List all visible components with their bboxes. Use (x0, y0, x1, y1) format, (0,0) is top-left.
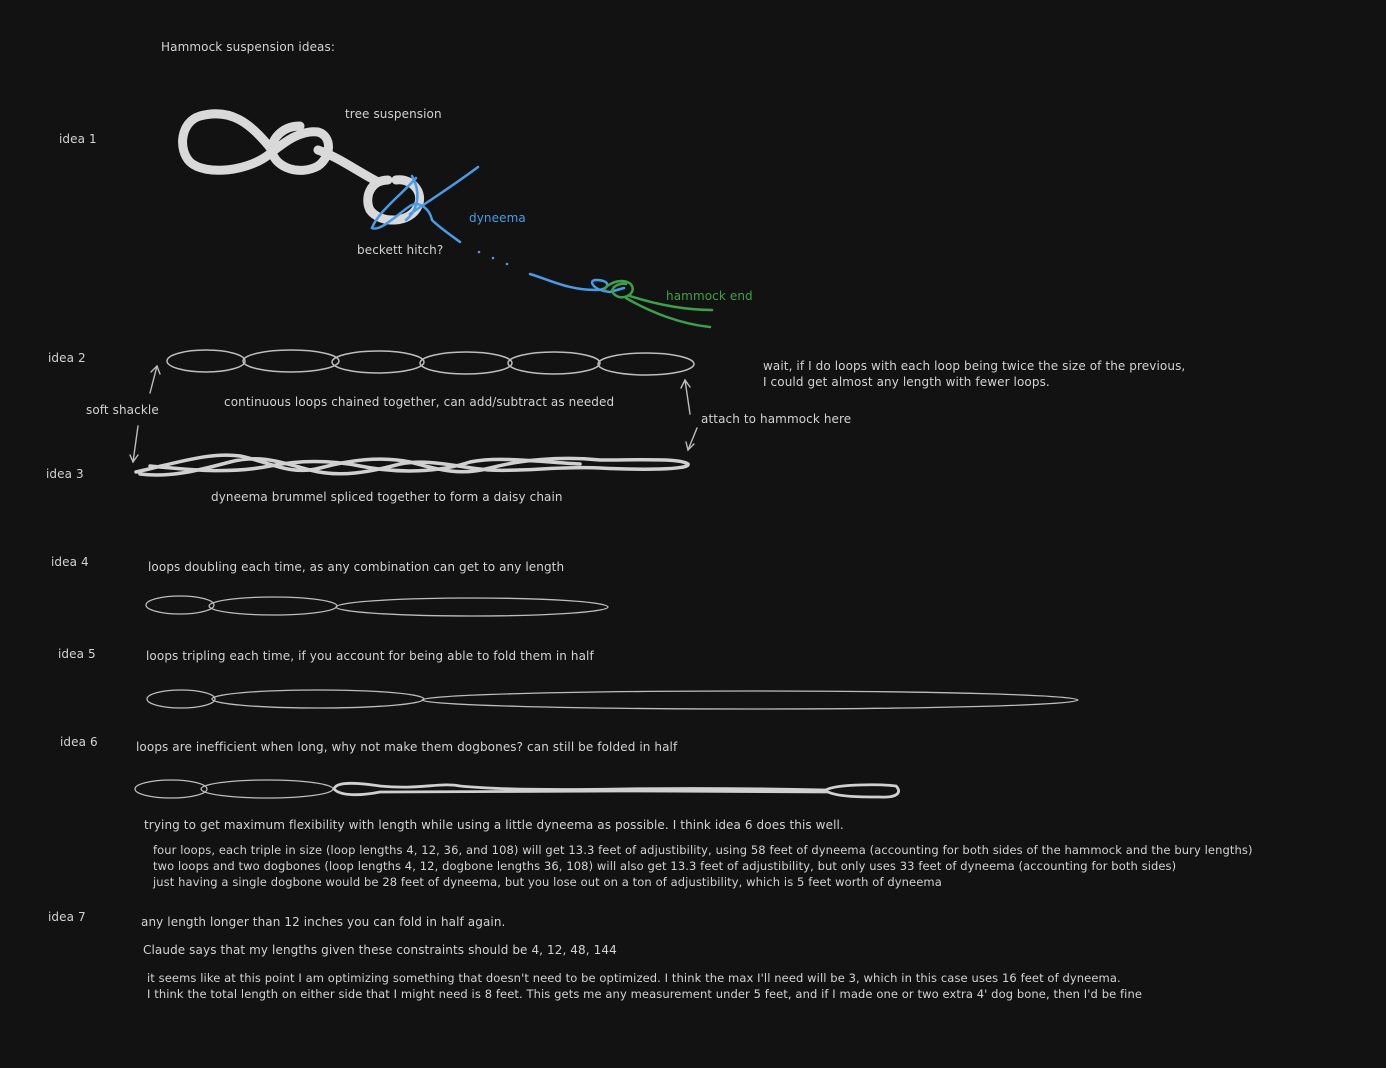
soft-shackle-label: soft shackle (86, 403, 159, 417)
idea6-label: idea 6 (60, 735, 98, 749)
page-title: Hammock suspension ideas: (161, 40, 336, 54)
calc-line-2: two loops and two dogbones (loop lengths… (153, 859, 1177, 873)
beckett-hitch-label: beckett hitch? (357, 243, 444, 257)
max-flex-note: trying to get maximum flexibility with l… (144, 818, 844, 832)
twice-size-note-line2: I could get almost any length with fewer… (763, 375, 1050, 389)
idea6-dogbone-long (332, 781, 900, 799)
dogbones-label: loops are inefficient when long, why not… (136, 740, 678, 754)
idea5-label: idea 5 (58, 647, 96, 661)
dotted-connector (477, 250, 509, 266)
idea4-label: idea 4 (51, 555, 89, 569)
idea4-doubling-loops (145, 595, 609, 617)
idea6-dogbones (134, 779, 334, 799)
tree-suspension-rope (178, 109, 424, 225)
idea1-label: idea 1 (59, 132, 97, 146)
idea2-chained-loops (166, 349, 695, 376)
claude-says-note: Claude says that my lengths given these … (143, 943, 617, 957)
doubling-label: loops doubling each time, as any combina… (148, 560, 565, 574)
idea3-daisy-chain (134, 453, 690, 477)
hammock-end-green (602, 279, 714, 329)
tripling-label: loops tripling each time, if you account… (146, 649, 594, 663)
idea7-label: idea 7 (48, 910, 86, 924)
attach-hammock-label: attach to hammock here (701, 412, 852, 426)
idea2-label: idea 2 (48, 351, 86, 365)
arrows (129, 364, 698, 464)
optimizing-line-2: I think the total length on either side … (147, 987, 1143, 1001)
daisy-chain-label: dyneema brummel spliced together to form… (211, 490, 563, 504)
idea5-tripling-loops (146, 689, 1079, 710)
dyneema-line-blue (370, 165, 626, 294)
tree-suspension-label: tree suspension (345, 107, 442, 121)
dyneema-label: dyneema (469, 211, 526, 225)
fold-again-note: any length longer than 12 inches you can… (141, 915, 506, 929)
optimizing-line-1: it seems like at this point I am optimiz… (147, 971, 1121, 985)
hammock-end-label: hammock end (666, 289, 753, 303)
calc-line-1: four loops, each triple in size (loop le… (153, 843, 1253, 857)
idea3-label: idea 3 (46, 467, 84, 481)
calc-line-3: just having a single dogbone would be 28… (153, 875, 942, 889)
continuous-loops-label: continuous loops chained together, can a… (224, 395, 615, 409)
twice-size-note-line1: wait, if I do loops with each loop being… (763, 359, 1186, 373)
